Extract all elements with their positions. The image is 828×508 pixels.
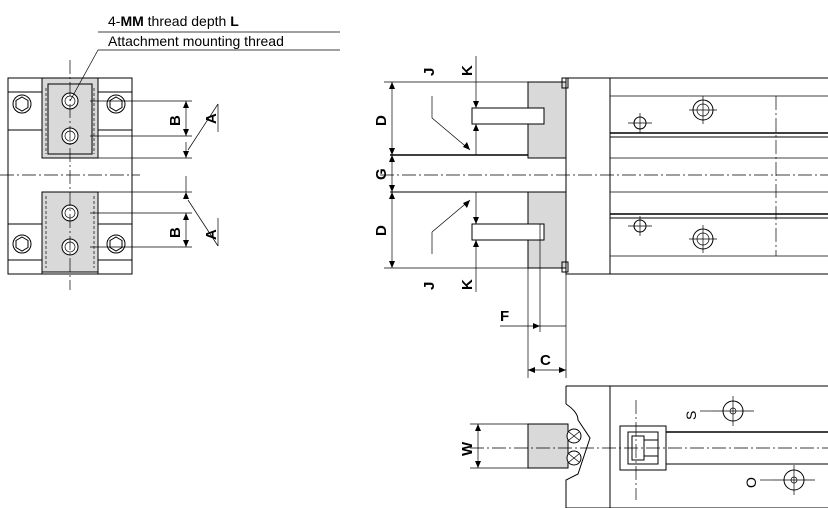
callout-thread-label: 4-MM thread depth L — [108, 13, 239, 29]
dim-k-lower: K — [459, 279, 476, 290]
dim-k-upper: K — [459, 65, 476, 76]
dim-c: C — [540, 352, 551, 369]
dim-b-upper: B — [167, 115, 184, 126]
bottom-view — [470, 385, 828, 508]
dim-a-lower: A — [203, 229, 220, 240]
side-view — [380, 56, 828, 378]
end-plate — [565, 77, 611, 275]
screw-icon — [566, 428, 582, 466]
dim-d-lower: D — [373, 225, 390, 236]
dim-a-upper: A — [203, 113, 220, 124]
dim-s: S — [683, 411, 699, 420]
dim-j-upper: J — [421, 68, 438, 76]
jaw-bottom — [527, 423, 569, 469]
dim-d-upper: D — [373, 115, 390, 126]
left-end-view — [0, 31, 340, 290]
hex-bolt-icon — [12, 94, 126, 254]
dim-o: O — [743, 477, 759, 488]
dim-b-lower: B — [167, 227, 184, 238]
callout-attachment-label: Attachment mounting thread — [108, 33, 284, 49]
port-o-icon — [773, 465, 815, 495]
dim-f: F — [500, 308, 509, 325]
dim-j-lower: J — [421, 282, 438, 290]
port-s-icon — [712, 396, 754, 426]
port-icon — [628, 96, 717, 253]
dim-w: W — [459, 441, 476, 456]
dim-g: G — [373, 168, 390, 180]
